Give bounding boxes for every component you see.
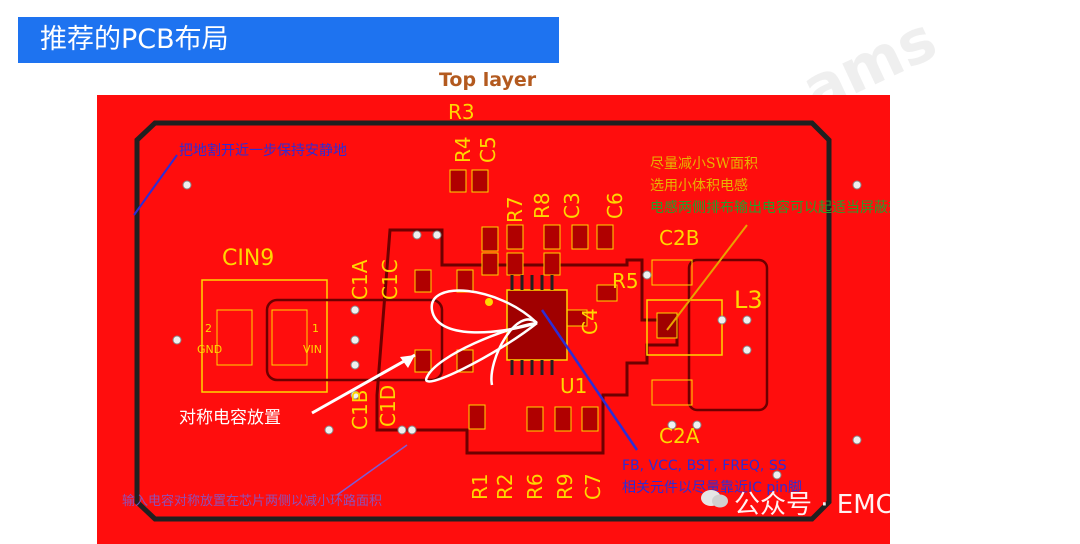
sw-note-line2: 选用小体积电感 [650,177,748,194]
label-pin2: 2 [205,322,212,335]
board-outline [134,120,832,522]
pcb-drawing: CIN9 R3 R4 C5 R7 R8 C3 C6 C1A C1C C1B C1… [122,100,890,522]
label-c3: C3 [560,192,584,219]
pad-group [414,169,618,432]
label-r9: R9 [553,473,577,500]
label-c2b: C2B [659,226,699,250]
label-r2: R2 [493,473,517,500]
c2a-footprint [651,379,693,406]
pin1-marker [485,298,493,306]
label-vin: VIN [303,343,322,356]
inductor-l3-pad [687,258,769,412]
inductor-l3-body [646,299,723,356]
pad-r7 [481,226,499,252]
label-r1: R1 [468,473,492,500]
input-trace [265,298,444,382]
sw-note-line1: 尽量减小SW面积 [650,156,758,172]
label-gnd: GND [197,343,222,356]
label-l3: L3 [734,286,763,314]
pad-c6 [571,224,589,250]
label-r5: R5 [612,269,639,293]
label-c6: C6 [603,192,627,219]
label-r7: R7 [503,196,527,223]
label-u1: U1 [560,374,587,398]
symmetric-arrow [311,353,416,415]
cin9-inner-left [216,309,253,366]
pad-r4 [449,169,467,193]
page-title: 推荐的PCB布局 [40,24,229,55]
label-c7: C7 [581,473,605,500]
label-c1a: C1A [348,259,372,300]
symmetric-note: 对称电容放置 [179,408,281,428]
label-c4: C4 [578,308,602,335]
pad-c1b [414,349,432,373]
label-pin1: 1 [312,322,319,335]
current-loop-annotation [424,289,538,386]
pad-c5 [471,169,489,193]
bottom-note-line [336,444,408,496]
fb-note-line2: 相关元件以尽量靠近IC pin脚 [622,480,802,496]
pad-c1a [414,269,432,293]
label-r3: R3 [448,100,475,124]
pad-c6b [596,224,614,250]
sw-note-arrow [666,224,748,331]
pad-r5 [596,284,618,302]
via-group [172,180,862,480]
label-c5: C5 [476,136,500,163]
pad-c7 [581,406,599,432]
cin9-inner-right [271,309,308,366]
cin9-footprint [201,279,328,393]
title-banner: 推荐的PCB布局 [18,17,559,63]
label-c1b: C1B [348,390,372,430]
pad-c1c [456,269,474,293]
watermark: 公众号 · EMC容冠电磁 [698,484,998,521]
pad-r8 [506,224,524,250]
ground-note-arrow [133,154,178,216]
pad-r6 [526,406,544,432]
label-cin9: CIN9 [222,246,274,271]
ic-u1-pins [510,275,554,375]
pad-r7b [481,252,499,276]
c2b-footprint [651,259,693,286]
pad-c3b [543,252,561,276]
symmetric-arrowhead [400,355,415,368]
label-c1d: C1D [376,385,400,427]
fb-note-line1: FB, VCC, BST, FREQ, SS [622,458,787,474]
pad-r9 [554,406,572,432]
layer-label: Top layer [439,69,537,91]
label-r4: R4 [451,136,475,163]
label-c2a: C2A [659,424,700,448]
pad-r1 [468,404,486,430]
pcb-board: CIN9 R3 R4 C5 R7 R8 C3 C6 C1A C1C C1B C1… [97,95,890,544]
watermark-text: 公众号 · EMC容冠电磁 [734,490,998,520]
label-r6: R6 [523,473,547,500]
pad-c3 [543,224,561,250]
fb-note-arrow [540,309,639,451]
label-c1c: C1C [378,259,402,300]
sw-note-line3: 电感两侧排布输出电容可以起适当屏蔽效果 [650,199,890,216]
ground-note: 把地割开近一步保持安静地 [179,142,347,159]
bottom-note: 输入电容对称放置在芯片两侧以减小环路面积 [122,493,382,509]
label-r8: R8 [530,192,554,219]
wechat-icon [701,490,728,508]
inductor-l3-inner [656,312,678,339]
pad-r8b [506,252,524,276]
